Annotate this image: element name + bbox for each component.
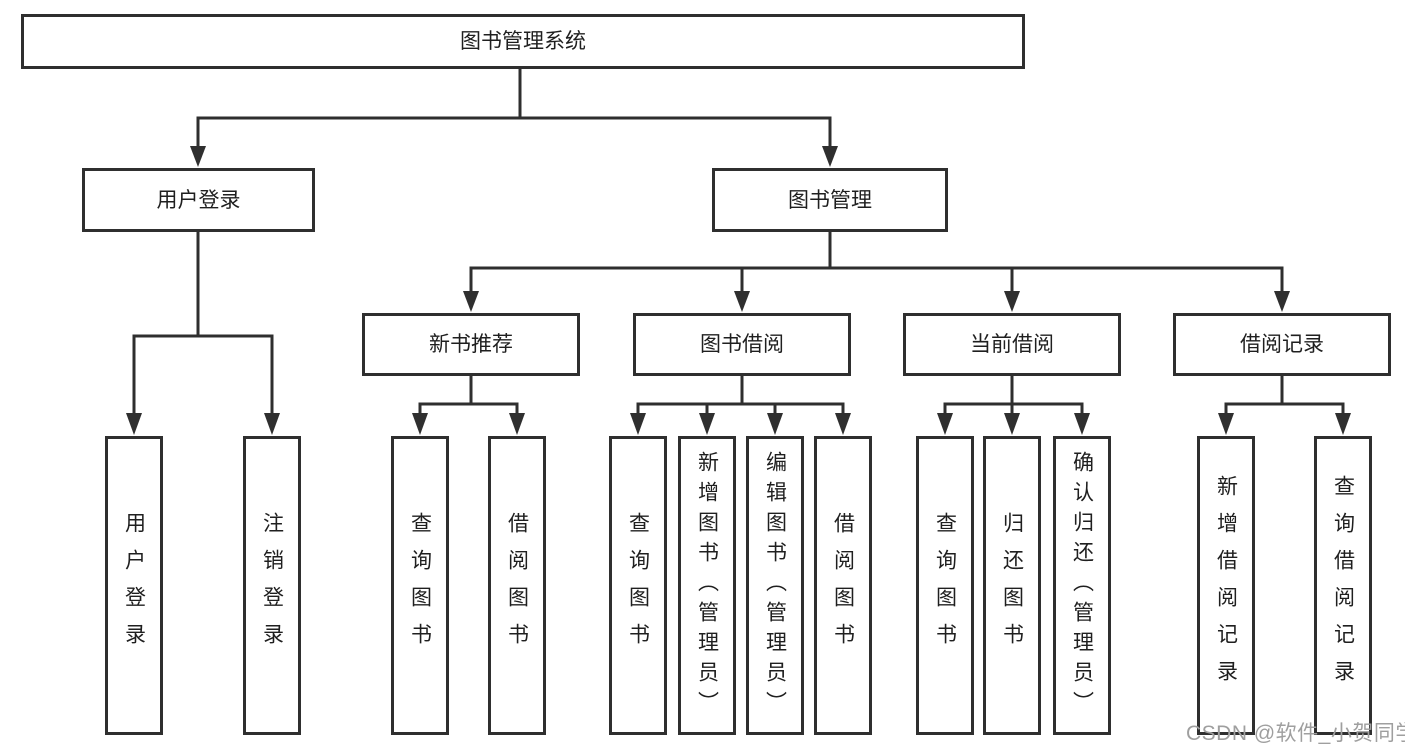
node-book-borrow: 图书借阅: [633, 313, 851, 376]
node-leaf-query-book-nb: 查询图书: [391, 436, 449, 735]
arrow-down-icon: [630, 413, 646, 435]
arrow-down-icon: [822, 146, 838, 167]
connector-book-mgmt: [469, 230, 1284, 296]
node-label: 借阅图书: [505, 511, 529, 660]
connector-new-book: [418, 374, 519, 418]
node-label: 当前借阅: [970, 333, 1054, 356]
node-label: 编辑图书（管理员）: [763, 450, 787, 721]
connector-borrow-records: [1224, 374, 1345, 418]
node-book-management: 图书管理: [712, 168, 948, 232]
node-leaf-add-borrow-record: 新增借阅记录: [1197, 436, 1255, 735]
arrow-down-icon: [937, 413, 953, 435]
arrow-down-icon: [1074, 413, 1090, 435]
node-label: 用户登录: [122, 511, 146, 660]
arrow-down-icon: [1004, 413, 1020, 435]
arrow-down-icon: [767, 413, 783, 435]
node-label: 查询图书: [408, 511, 432, 660]
node-label: 查询图书: [933, 511, 957, 660]
arrow-down-icon: [412, 413, 428, 435]
node-new-book-recommend: 新书推荐: [362, 313, 580, 376]
node-leaf-borrow-book-nb: 借阅图书: [488, 436, 546, 735]
node-leaf-logout: 注销登录: [243, 436, 301, 735]
node-label: 图书管理系统: [460, 30, 586, 53]
arrow-down-icon: [463, 291, 479, 312]
node-user-login: 用户登录: [82, 168, 315, 232]
arrow-down-icon: [734, 291, 750, 312]
connector-root: [196, 67, 832, 151]
node-label: 借阅图书: [831, 511, 855, 660]
node-leaf-query-book-bb: 查询图书: [609, 436, 667, 735]
csdn-watermark: CSDN @软件_小贺同学: [1186, 722, 1405, 745]
node-leaf-user-login: 用户登录: [105, 436, 163, 735]
node-label: 查询借阅记录: [1331, 474, 1355, 697]
arrow-down-icon: [1004, 291, 1020, 312]
arrow-down-icon: [264, 413, 280, 435]
node-leaf-edit-book-admin: 编辑图书（管理员）: [746, 436, 804, 735]
node-leaf-borrow-book-bb: 借阅图书: [814, 436, 872, 735]
node-leaf-add-book-admin: 新增图书（管理员）: [678, 436, 736, 735]
node-label: 注销登录: [260, 511, 284, 660]
node-leaf-return-book: 归还图书: [983, 436, 1041, 735]
node-current-borrow: 当前借阅: [903, 313, 1121, 376]
node-label: 用户登录: [156, 188, 241, 212]
arrow-down-icon: [190, 146, 206, 167]
node-label: 新书推荐: [429, 333, 513, 356]
node-label: 图书借阅: [700, 333, 784, 356]
node-label: 新增借阅记录: [1214, 474, 1238, 697]
arrow-down-icon: [1218, 413, 1234, 435]
connector-book-borrow: [636, 374, 845, 418]
node-leaf-query-book-cb: 查询图书: [916, 436, 974, 735]
node-label: 借阅记录: [1240, 333, 1324, 356]
arrow-down-icon: [835, 413, 851, 435]
connector-user-login: [132, 230, 274, 418]
node-leaf-confirm-return-admin: 确认归还（管理员）: [1053, 436, 1111, 735]
node-label: 归还图书: [1000, 511, 1024, 660]
connector-current-borrow: [943, 374, 1084, 418]
arrow-down-icon: [699, 413, 715, 435]
node-leaf-query-borrow-record: 查询借阅记录: [1314, 436, 1372, 735]
node-label: 确认归还（管理员）: [1070, 450, 1094, 721]
node-label: 查询图书: [626, 511, 650, 660]
arrow-down-icon: [1335, 413, 1351, 435]
node-borrow-records: 借阅记录: [1173, 313, 1391, 376]
arrow-down-icon: [1274, 291, 1290, 312]
node-library-management-system: 图书管理系统: [21, 14, 1025, 69]
arrow-down-icon: [509, 413, 525, 435]
arrow-down-icon: [126, 413, 142, 435]
node-label: 图书管理: [788, 188, 872, 212]
arrowheads: [126, 146, 1351, 435]
node-label: 新增图书（管理员）: [695, 450, 719, 721]
